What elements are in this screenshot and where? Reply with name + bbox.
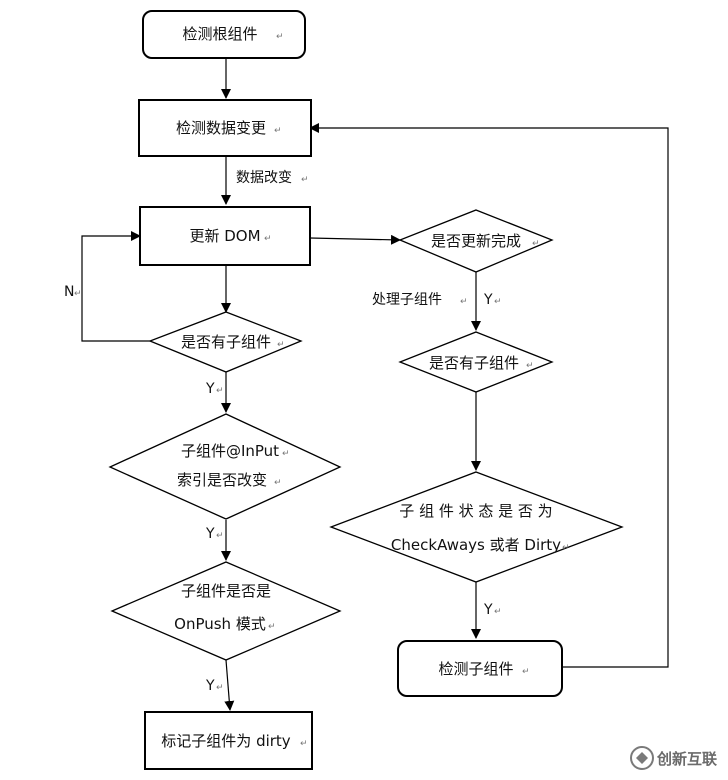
decision-child-state-label-1: 子 组 件 状 态 是 否 为 [399, 502, 552, 520]
node-check-root-label: 检测根组件 [182, 25, 257, 43]
return-mark: ↵ [301, 175, 309, 185]
decision-has-child-right-label: 是否有子组件 [429, 354, 519, 372]
edge-label-y: Y [483, 292, 493, 308]
decision-update-done-label: 是否更新完成 [431, 232, 521, 250]
return-mark: ↵ [268, 622, 276, 632]
node-check-change [138, 99, 312, 157]
arrow-onpush-to-mark [224, 659, 235, 711]
node-update-dom-label: 更新 DOM [189, 227, 260, 245]
edge-label-data-change: 数据改变 [236, 170, 292, 186]
decision-input-changed-label-2: 索引是否改变 [177, 471, 267, 489]
edge-label-process-child: 处理子组件 [372, 292, 442, 308]
return-mark: ↵ [494, 297, 502, 307]
watermark: 创新互联 [630, 746, 718, 770]
arrow-no-loop [81, 231, 150, 342]
return-mark: ↵ [282, 449, 290, 459]
decision-child-state-label-2: CheckAways 或者 Dirty [391, 536, 561, 554]
return-mark: ↵ [274, 478, 282, 488]
decision-child-state [329, 471, 624, 583]
return-mark: ↵ [277, 340, 285, 350]
return-mark: ↵ [276, 32, 284, 42]
return-mark: ↵ [562, 543, 570, 553]
node-check-child-label: 检测子组件 [438, 660, 513, 678]
edge-label-y: Y [483, 602, 493, 618]
return-mark: ↵ [264, 234, 272, 244]
decision-is-onpush-label-2: OnPush 模式 [174, 615, 266, 633]
return-mark: ↵ [526, 361, 534, 371]
node-check-change-label: 检测数据变更 [176, 119, 266, 137]
return-mark: ↵ [494, 607, 502, 617]
node-check-child [397, 640, 563, 697]
arrow-feedback [309, 123, 669, 668]
node-check-root [142, 10, 306, 59]
return-mark: ↵ [460, 297, 468, 307]
return-mark: ↵ [216, 386, 224, 396]
return-mark: ↵ [74, 289, 82, 299]
arrow-update-to-done [309, 234, 401, 245]
decision-update-done [398, 209, 554, 273]
edge-label-y: Y [205, 678, 215, 694]
edge-label-n: N [64, 284, 74, 300]
return-mark: ↵ [532, 239, 540, 249]
decision-is-onpush-label-1: 子组件是否是 [181, 582, 271, 600]
edge-label-y: Y [205, 381, 215, 397]
watermark-logo-icon [630, 746, 654, 770]
return-mark: ↵ [216, 683, 224, 693]
return-mark: ↵ [522, 667, 530, 677]
decision-has-child-left [148, 311, 303, 373]
decision-has-child-left-label: 是否有子组件 [181, 333, 271, 351]
watermark-text: 创新互联 [656, 750, 718, 768]
connectors [81, 58, 669, 711]
return-mark: ↵ [274, 126, 282, 136]
decision-input-changed [108, 413, 342, 520]
return-mark: ↵ [216, 531, 224, 541]
node-mark-dirty-label: 标记子组件为 dirty [161, 732, 291, 750]
node-update-dom [139, 206, 311, 266]
watermark-logo-mark [636, 752, 648, 764]
decision-is-onpush [110, 561, 342, 661]
return-mark: ↵ [300, 739, 308, 749]
edge-label-y: Y [205, 526, 215, 542]
node-mark-dirty [144, 711, 313, 770]
decision-has-child-right [398, 331, 554, 393]
decision-input-changed-label-1: 子组件@InPut [181, 442, 279, 460]
